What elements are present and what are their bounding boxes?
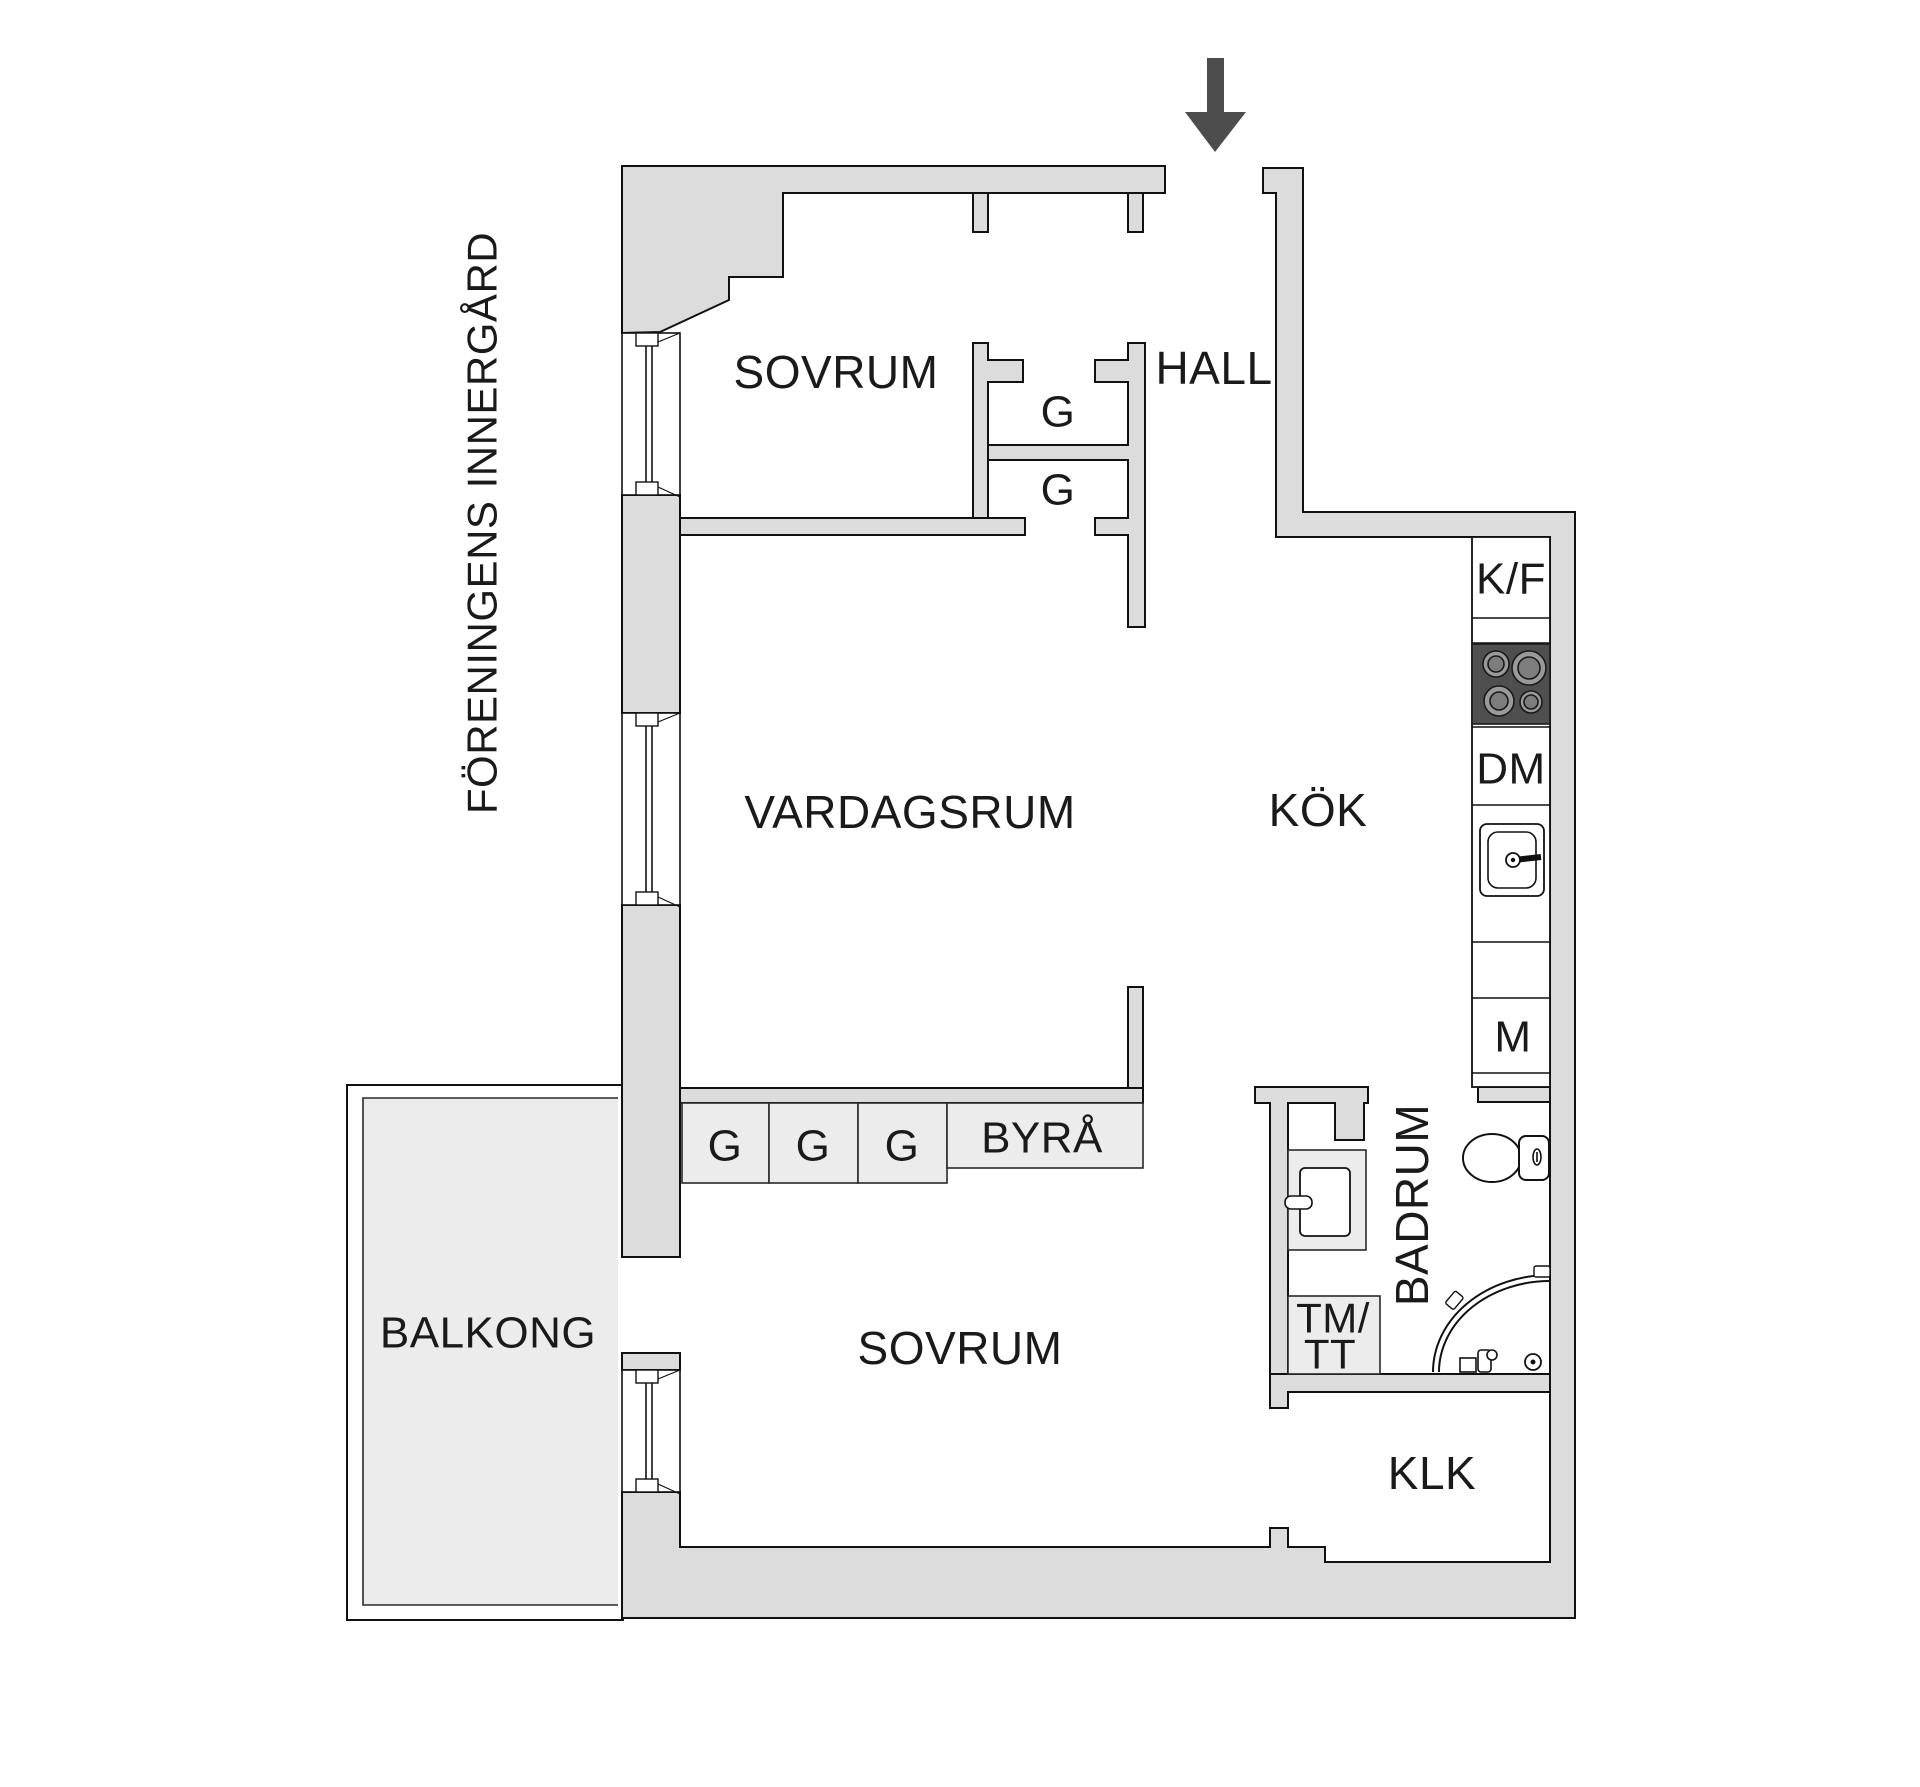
wall-vardagsrum-bottom [679,1087,1144,1104]
washer-label-line2: TT [1304,1331,1356,1378]
wall-left-pier-3 [621,1352,681,1371]
labels: FÖRENINGENS INNERGÅRD SOVRUM HALL G G VA… [380,232,1546,1499]
closet-label-g-hall-2: G [1041,466,1076,515]
window-icon-sovrum-top [621,332,681,498]
appliance-label-dm: DM [1476,745,1545,794]
wall-stub-hall-door-top [1127,192,1144,233]
toilet-icon [1462,1133,1550,1183]
wall-bathroom-left [1254,1086,1369,1406]
wall-stub-sovrum-door-top [972,192,989,233]
room-label-kok: KÖK [1269,784,1368,836]
entrance-arrow-icon [1185,58,1246,152]
closet-label-g-row-2: G [796,1122,831,1171]
window-icon-vardagsrum [621,712,681,908]
wall-kitchen-end-stub [1477,1086,1551,1103]
kitchen-counter-outline [1471,536,1551,1088]
window-icon-sovrum-bottom [621,1369,681,1495]
room-label-klk: KLK [1388,1447,1476,1499]
wall-left-pier-1 [621,494,681,714]
appliance-label-kf: K/F [1476,555,1546,604]
appliance-label-m: M [1494,1013,1531,1062]
closet-label-g-row-3: G [885,1122,920,1171]
wall-sovrum-vardagsrum [679,517,1026,536]
closet-row [681,1102,1144,1184]
room-label-balkong: BALKONG [380,1309,596,1358]
courtyard-label: FÖRENINGENS INNERGÅRD [459,232,506,814]
kitchen-counter [1471,536,1551,1088]
room-label-hall: HALL [1155,342,1272,394]
wall-left-pier-2 [621,904,681,1258]
closet-label-g-row-1: G [708,1122,743,1171]
room-label-sovrum-top: SOVRUM [734,346,939,398]
balcony [346,1084,624,1621]
room-label-sovrum-bottom: SOVRUM [858,1322,1063,1374]
dresser-box [946,1102,1144,1169]
wall-bathroom-bottom [1269,1373,1551,1409]
washbasin-icon [1284,1149,1367,1251]
washer-label-line1: TM/ [1296,1295,1370,1342]
room-label-vardagsrum: VARDAGSRUM [744,786,1075,838]
washer-dryer-box [1287,1295,1381,1375]
closet-box-2 [768,1102,859,1184]
balcony-floor [362,1097,618,1606]
shower-icon [1432,1265,1551,1373]
sink-icon [1479,823,1545,897]
wall-closet-right-and-divider [987,342,1146,628]
dresser-label: BYRÅ [981,1114,1103,1163]
closet-label-g-hall-1: G [1041,388,1076,437]
wall-closet-left [972,342,1024,536]
walls [621,165,1576,1619]
room-label-badrum: BADRUM [1386,1104,1438,1306]
wall-top-and-corner-block [621,165,1166,335]
wall-vardagsrum-right-stub [1127,986,1144,1089]
stove-icon [1471,643,1551,725]
wall-right-and-bottom [621,167,1576,1619]
